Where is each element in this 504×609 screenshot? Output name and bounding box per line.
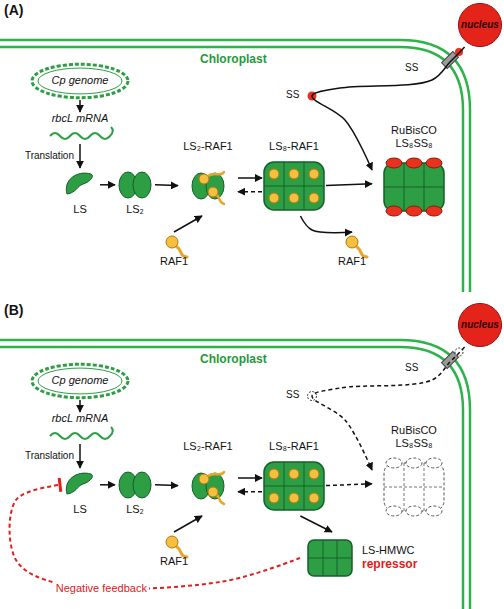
node-label: LS-HMWC	[362, 544, 458, 557]
feedback-connector	[10, 485, 300, 589]
compartment-label: Chloroplast	[200, 52, 267, 66]
rubisco-absent	[384, 458, 444, 516]
arrow-connector	[238, 477, 262, 479]
mrna-node: rbcL mRNA	[38, 112, 122, 144]
panel-b-molecules	[50, 352, 458, 557]
molecule-node: LS₂	[115, 168, 155, 216]
molecule-node: LS₈-RAF1	[262, 440, 326, 516]
node-label: Cp genome	[32, 74, 128, 87]
subunit-label: SS	[405, 362, 418, 374]
arrow-connector	[312, 347, 465, 470]
arrow-connector	[100, 484, 115, 486]
arrow-connector	[174, 216, 202, 232]
nucleus-circle: nucleus	[458, 303, 502, 347]
genome-outline	[32, 64, 128, 97]
compartment-label: Chloroplast	[200, 352, 267, 366]
molecule-node: LS₂-RAF1	[178, 440, 238, 516]
subunit-label: SS	[286, 389, 299, 401]
arrow-connector	[326, 484, 372, 486]
molecule-node: LS₂-RAF1	[178, 140, 238, 216]
arrow-connector	[326, 184, 372, 186]
molecule-node: LS₂	[115, 468, 155, 516]
genome-oval: Cp genome	[30, 62, 130, 100]
arrow-connector	[79, 444, 81, 468]
panel-a-molecules	[50, 52, 458, 257]
arrow-connector	[100, 184, 115, 186]
edge-label: Negative feedback	[54, 582, 149, 595]
node-label: rbcL mRNA	[40, 412, 120, 425]
node-label: nucleus	[460, 19, 500, 31]
arrow-connector	[155, 184, 178, 186]
node-label: LS₂-RAF1	[180, 440, 236, 453]
node-label: RAF1	[330, 255, 374, 268]
chloroplast-envelope	[0, 40, 470, 609]
arrow-connector	[155, 484, 178, 486]
panel-label: (A)	[4, 2, 23, 19]
arrow-connector	[238, 177, 262, 179]
node-label: nucleus	[460, 319, 500, 331]
panel-label: (B)	[4, 302, 23, 319]
arrow-connector	[79, 144, 81, 168]
node-label: LS₂-RAF1	[180, 140, 236, 153]
node-label: RAF1	[152, 255, 196, 268]
molecule-node: RAF1	[150, 532, 198, 568]
molecule-node: RAF1	[150, 232, 198, 268]
node-label: RAF1	[152, 555, 196, 568]
arrow-connector	[300, 216, 352, 233]
edge-label: Translation	[23, 150, 76, 162]
molecule-node: LS	[60, 468, 100, 516]
edge-label: Translation	[23, 450, 76, 462]
node-label: Cp genome	[32, 374, 128, 387]
node-label: LS₈-RAF1	[264, 140, 324, 153]
complex-node: RuBisCO LS₈SS₈	[372, 424, 456, 516]
repressor-node: LS-HMWCrepressor	[300, 532, 460, 584]
arrow-connector	[238, 191, 262, 193]
arrow-connector	[174, 516, 202, 532]
node-label: rbcL mRNA	[40, 112, 120, 125]
nucleus-fill	[458, 303, 501, 346]
raf1-released	[346, 236, 367, 257]
rubisco-complex	[384, 158, 444, 216]
node-sublabel: repressor	[362, 557, 458, 571]
node-label: RuBisCO LS₈SS₈	[374, 124, 454, 150]
arrow-connector	[238, 491, 262, 493]
node-label: LS	[62, 503, 98, 516]
genome-outline	[32, 364, 128, 397]
genome-oval: Cp genome	[30, 362, 130, 400]
node-label: RuBisCO LS₈SS₈	[374, 424, 454, 450]
ls-hmwc-complex	[308, 540, 352, 576]
complex-node: RuBisCO LS₈SS₈	[372, 124, 456, 216]
molecule-node: LS₈-RAF1	[262, 140, 326, 216]
molecule-node: LS	[60, 168, 100, 216]
arrow-connector	[79, 100, 81, 112]
node-label: LS₂	[117, 203, 153, 216]
node-label: LS	[62, 203, 98, 216]
nucleus-circle: nucleus	[458, 3, 502, 47]
arrow-connector	[79, 400, 81, 412]
node-label: LS₂	[117, 503, 153, 516]
arrow-connector	[300, 516, 332, 532]
mrna-node: rbcL mRNA	[38, 412, 122, 444]
nucleus-fill	[458, 3, 501, 46]
node-label: LS₈-RAF1	[264, 440, 324, 453]
subunit-label: SS	[405, 62, 418, 74]
molecule-node: RAF1	[328, 232, 376, 268]
subunit-label: SS	[286, 89, 299, 101]
arrow-connector	[312, 47, 465, 170]
